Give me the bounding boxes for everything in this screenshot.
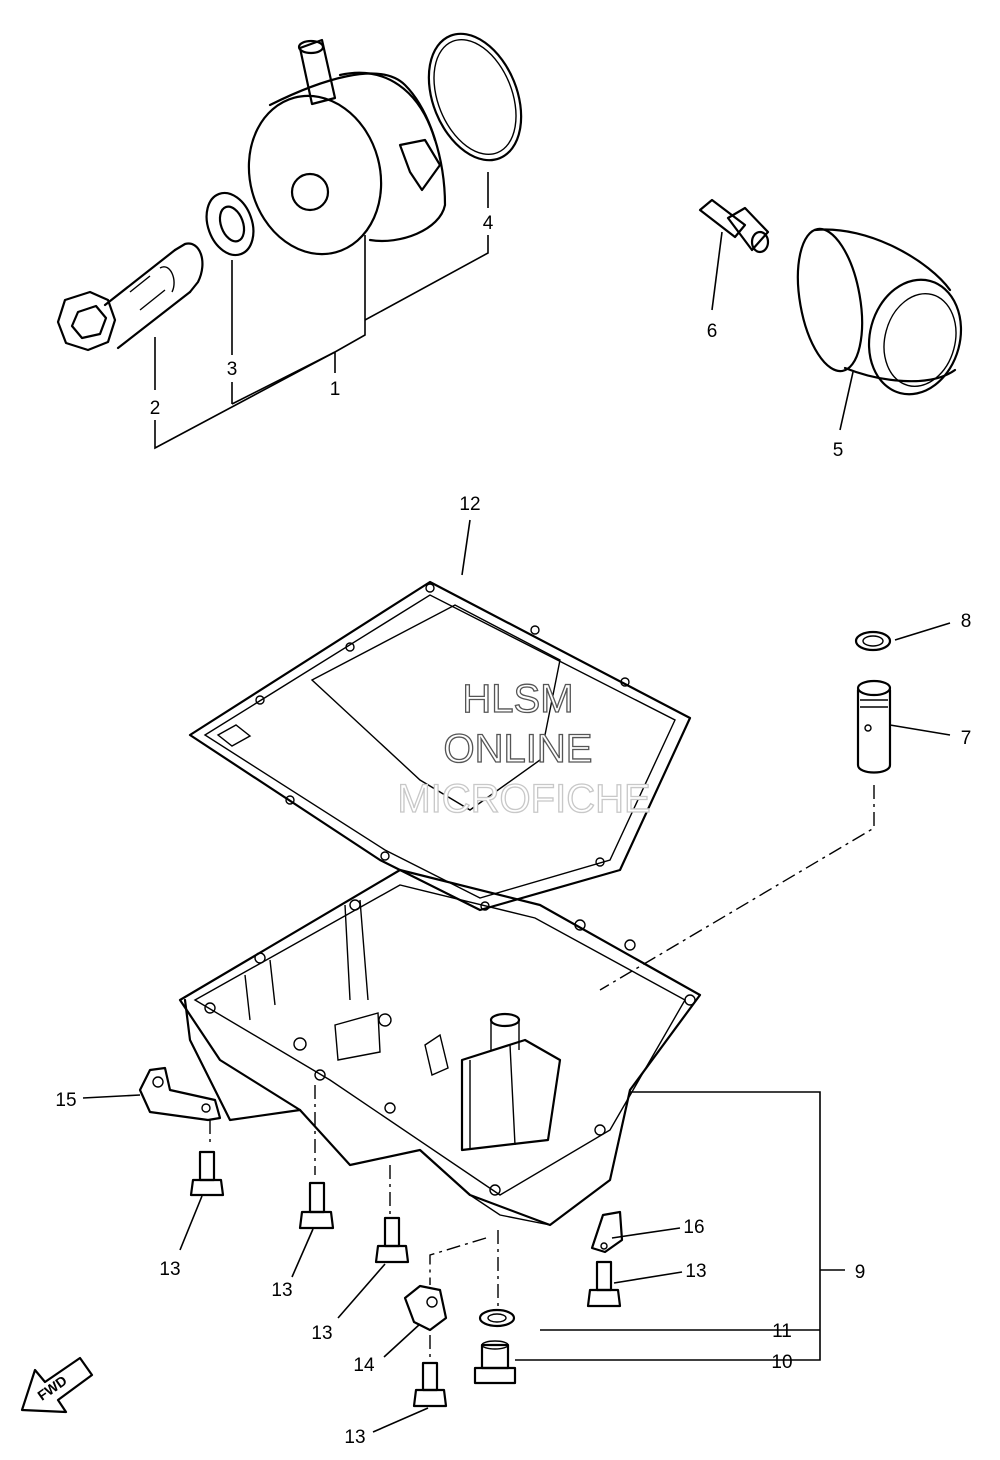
part-pipe [856, 679, 892, 774]
part-bolt-13 [298, 1181, 335, 1230]
callout-9: 9 [855, 1262, 866, 1283]
part-bolt-13 [412, 1361, 448, 1408]
callout-2: 2 [150, 398, 161, 419]
part-hollow-bolt [56, 242, 204, 352]
part-oil-filter [796, 227, 963, 396]
part-oil-pan-gasket [188, 580, 692, 912]
callout-13: 13 [271, 1280, 292, 1301]
part-oil-pan [178, 868, 702, 1227]
part-o-ring [427, 32, 523, 162]
callout-7: 7 [961, 728, 972, 749]
part-oil-cooler [247, 38, 447, 256]
callout-8: 8 [961, 611, 972, 632]
callout-3: 3 [227, 359, 238, 380]
part-bolt-13 [189, 1150, 225, 1197]
part-bolt-13 [586, 1260, 622, 1308]
leader-lines [82, 172, 951, 1433]
part-bracket-15 [138, 1066, 222, 1122]
callouts: 1 2 3 4 5 6 7 8 9 10 11 12 13 13 13 13 1… [55, 213, 971, 1448]
callout-1: 1 [330, 379, 341, 400]
callout-10: 10 [771, 1352, 792, 1373]
part-gasket-small [854, 630, 892, 652]
part-drain-gasket [478, 1308, 516, 1328]
callout-4: 4 [483, 213, 494, 234]
watermark: HLSM ONLINE MICROFICHE [397, 676, 652, 821]
part-drain-bolt [473, 1340, 517, 1385]
part-bolt-13 [374, 1216, 410, 1264]
callout-14: 14 [353, 1355, 375, 1376]
forward-direction-badge: FWD [20, 1356, 94, 1414]
callout-12: 12 [459, 494, 480, 515]
part-union-bolt [698, 198, 770, 254]
part-washer [205, 191, 255, 257]
part-bracket-16 [590, 1210, 624, 1254]
part-damper [403, 1284, 448, 1332]
callout-5: 5 [833, 440, 844, 461]
callout-13: 13 [311, 1323, 332, 1344]
callout-15: 15 [55, 1090, 76, 1111]
watermark-line-3: MICROFICHE [397, 777, 650, 821]
callout-13: 13 [344, 1427, 365, 1448]
callout-6: 6 [707, 321, 718, 342]
callout-13: 13 [159, 1259, 180, 1280]
callout-13: 13 [685, 1261, 706, 1282]
watermark-line-1: HLSM [462, 677, 573, 721]
callout-11: 11 [772, 1321, 792, 1342]
watermark-line-2: ONLINE [444, 727, 593, 771]
callout-16: 16 [683, 1217, 704, 1238]
